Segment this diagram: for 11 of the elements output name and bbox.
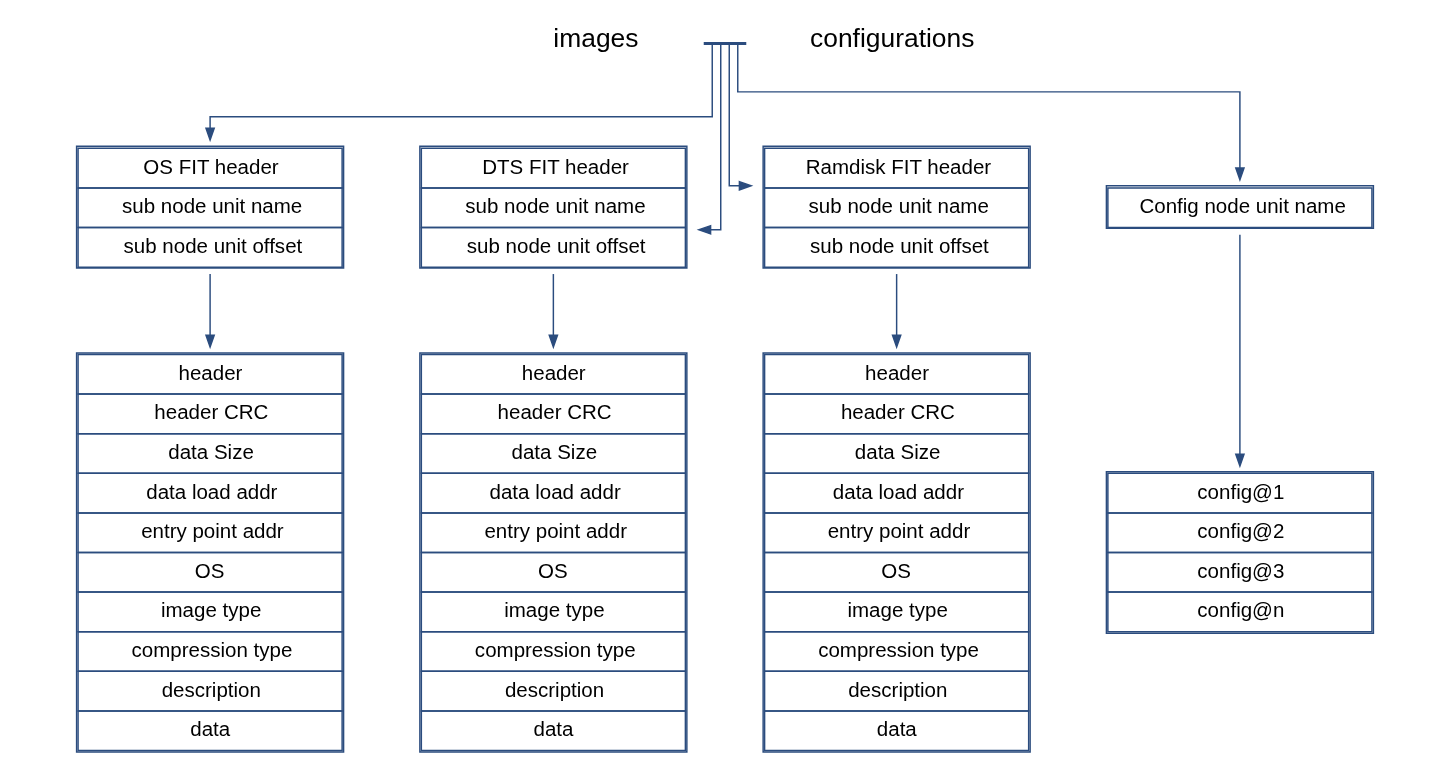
- arrow: [548, 273, 559, 350]
- arrow: [1234, 233, 1246, 469]
- arrow: [891, 273, 902, 350]
- arrow: [696, 43, 722, 235]
- label: images: [553, 22, 639, 53]
- label: configurations: [810, 22, 975, 53]
- arrow: [204, 273, 216, 350]
- node-line: [703, 42, 747, 45]
- arrow: [737, 43, 1246, 182]
- arrow: [204, 43, 713, 143]
- arrow: [728, 42, 754, 191]
